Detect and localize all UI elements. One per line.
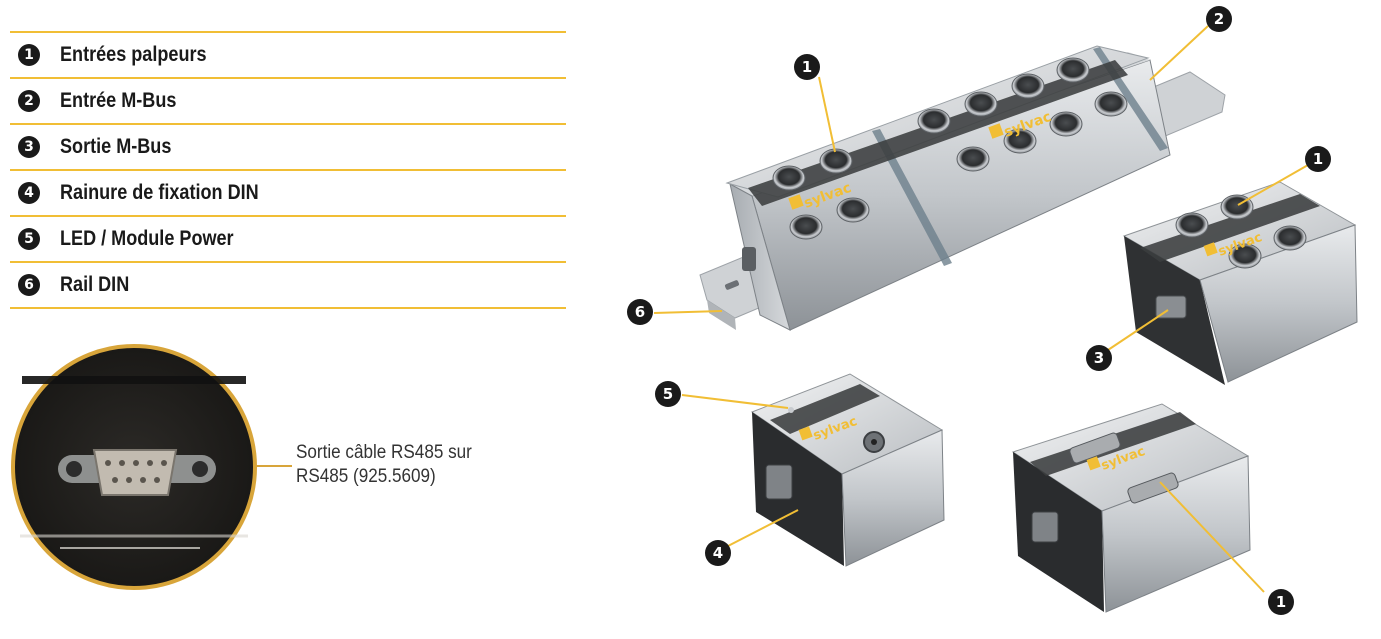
legend-item-entrees-palpeurs: 1 Entrées palpeurs xyxy=(10,33,566,79)
power-module: sylvac xyxy=(750,373,945,567)
legend-label: Rail DIN xyxy=(60,273,130,296)
caption-line-1: Sortie câble RS485 sur xyxy=(296,442,472,463)
legend-label: Sortie M-Bus xyxy=(60,135,172,158)
callout-badge-6: 6 xyxy=(627,299,653,325)
callout-badge-1: 1 xyxy=(1305,146,1331,172)
number-badge: 5 xyxy=(18,228,40,250)
module-4-inputs: sylvac xyxy=(1122,181,1358,385)
legend-top-rule xyxy=(10,31,566,33)
legend: 1 Entrées palpeurs 2 Entrée M-Bus 3 Sort… xyxy=(10,31,566,309)
led-icon xyxy=(788,407,794,413)
legend-item-entree-m-bus: 2 Entrée M-Bus xyxy=(10,79,566,125)
legend-item-led-module-power: 5 LED / Module Power xyxy=(10,217,566,263)
db15-connector-icon xyxy=(1069,432,1121,464)
callout-badge-1: 1 xyxy=(1268,589,1294,615)
db9-connector-icon xyxy=(92,449,178,496)
legend-label: LED / Module Power xyxy=(60,227,234,250)
caption-line-2: RS485 (925.5609) xyxy=(296,466,436,487)
number-badge: 3 xyxy=(18,136,40,158)
callout-badge-3: 3 xyxy=(1086,345,1112,371)
number-badge: 1 xyxy=(18,44,40,66)
callout-badge-5: 5 xyxy=(655,381,681,407)
legend-label: Rainure de fixation DIN xyxy=(60,181,259,204)
number-badge: 4 xyxy=(18,182,40,204)
number-badge: 6 xyxy=(18,274,40,296)
legend-item-rail-din: 6 Rail DIN xyxy=(10,263,566,309)
callout-badge-4: 4 xyxy=(705,540,731,566)
callout-badge-2: 2 xyxy=(1206,6,1232,32)
module-db15: sylvac xyxy=(1011,403,1251,613)
db15-connector-icon xyxy=(1127,472,1179,504)
callout-badge-1: 1 xyxy=(794,54,820,80)
main-module-assembly: sylvac sylvac xyxy=(699,45,1226,331)
legend-label: Entrées palpeurs xyxy=(60,43,207,66)
legend-item-sortie-m-bus: 3 Sortie M-Bus xyxy=(10,125,566,171)
legend-item-rainure-din: 4 Rainure de fixation DIN xyxy=(10,171,566,217)
legend-label: Entrée M-Bus xyxy=(60,89,177,112)
caption: Sortie câble RS485 sur RS485 (925.5609) xyxy=(296,441,536,489)
zoom-detail xyxy=(11,344,292,590)
callout-lines xyxy=(653,25,1309,593)
number-badge: 2 xyxy=(18,90,40,112)
